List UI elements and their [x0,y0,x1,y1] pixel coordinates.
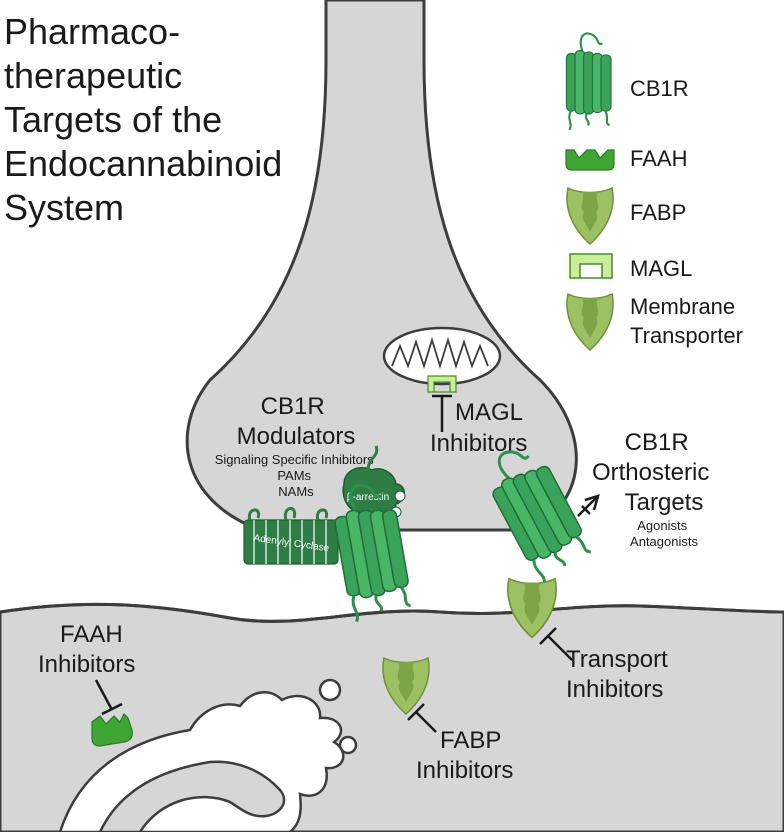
title-line-4: Endocannabinoid [4,143,282,184]
faah-inhibitor-marker [94,679,123,716]
title-line-1: Pharmaco- [4,11,180,52]
adenylyl-cyclase: Adenylyl Cyclase [243,507,339,565]
cb1r-orthosteric-label: CB1R Orthosteric Targets [592,429,716,516]
mitochondrion [382,326,502,386]
legend-faah-label: FAAH [630,146,687,171]
title-line-2: therapeutic [4,55,182,96]
transport-inhibitor-marker [539,627,573,661]
legend: CB1R FAAH FABP MAGL Membrane Transporter [565,32,743,351]
orthosteric-arrow [577,494,600,517]
faah-enzyme [91,712,133,747]
endoplasmic-reticulum [58,678,358,832]
membrane-transporter-legend-icon [566,293,614,351]
transport-inhibitors-label: Transport Inhibitors [566,646,674,703]
legend-fabp-label: FABP [630,200,686,225]
fabp-legend-icon [566,187,614,245]
cb1r-legend-icon [565,32,613,131]
fabp-inhibitor-marker [407,703,437,733]
beta-arrestin-label: β-arrestin [347,492,389,503]
cb1r-modulators-label: CB1R Modulators [237,393,356,450]
faah-legend-icon [565,149,615,171]
title-line-3: Targets of the [4,99,222,140]
magl-inhibitor-marker [432,394,452,432]
legend-cb1r-label: CB1R [630,76,689,101]
legend-membrane-transporter-label: Membrane Transporter [630,294,743,348]
magl-legend-icon [569,253,613,279]
fabp-inhibitors-label: FABP Inhibitors [416,727,513,784]
magl-enzyme [427,375,457,393]
page-title: Pharmaco- therapeutic Targets of the End… [4,11,292,228]
legend-magl-label: MAGL [630,256,692,281]
title-line-5: System [4,187,124,228]
cb1r-modulator-types: Signaling Specific Inhibitors PAMs NAMs [215,452,378,499]
cb1r-orthosteric-types: Agonists Antagonists [630,518,698,549]
faah-inhibitors-label: FAAH Inhibitors [38,621,135,678]
